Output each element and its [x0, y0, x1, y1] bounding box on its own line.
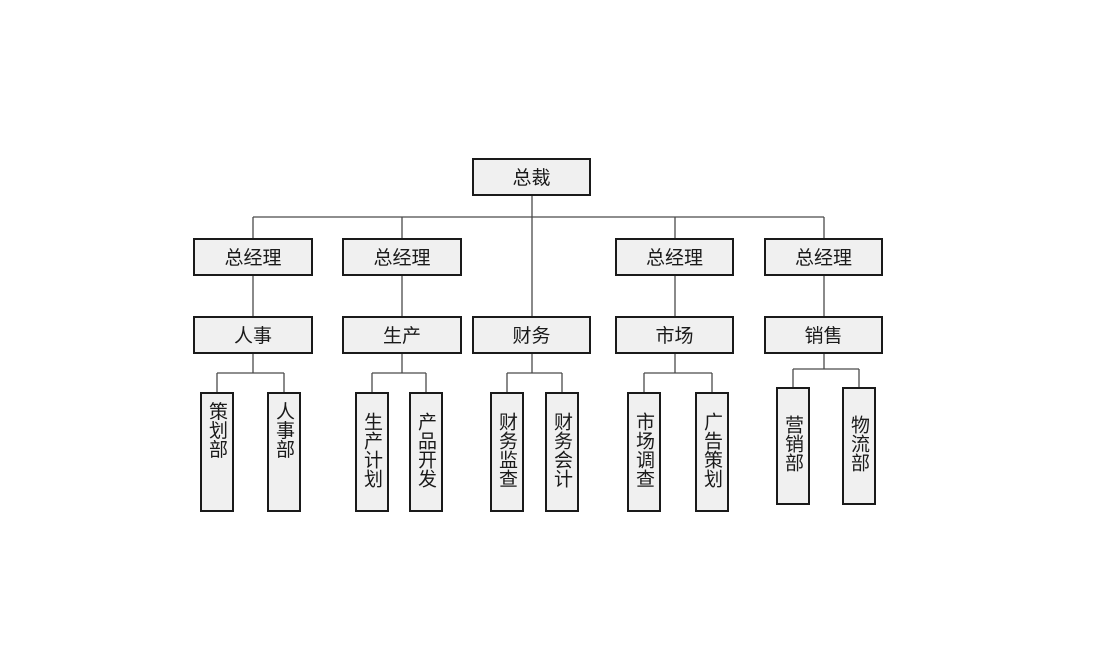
- node-unit-market-research-label: 市场调查: [633, 412, 655, 488]
- node-unit-hr-office: 人事部: [267, 392, 301, 512]
- node-general-manager-3-label: 总经理: [646, 247, 703, 269]
- node-general-manager-3: 总经理: [615, 238, 734, 276]
- node-unit-ad-planning-label: 广告策划: [701, 412, 723, 488]
- node-general-manager-1: 总经理: [193, 238, 313, 276]
- node-unit-market-research: 市场调查: [627, 392, 661, 512]
- node-unit-logistics-label: 物流部: [848, 415, 870, 472]
- node-unit-finance-audit: 财务监查: [490, 392, 524, 512]
- node-unit-product-dev: 产品开发: [409, 392, 443, 512]
- node-unit-planning-label: 策划部: [206, 401, 228, 458]
- node-unit-planning: 策划部: [200, 392, 234, 512]
- node-unit-production-plan-label: 生产计划: [361, 412, 383, 488]
- node-unit-finance-accounting: 财务会计: [545, 392, 579, 512]
- node-dept-production: 生产: [342, 316, 462, 354]
- node-dept-hr-label: 人事: [234, 325, 272, 347]
- node-general-manager-1-label: 总经理: [224, 247, 281, 269]
- connector-lines: [216, 195, 860, 393]
- node-dept-finance: 财务: [472, 316, 591, 354]
- node-president: 总裁: [472, 158, 591, 196]
- node-unit-marketing-label: 营销部: [782, 415, 804, 472]
- node-unit-marketing: 营销部: [776, 387, 810, 505]
- node-dept-market-label: 市场: [655, 325, 693, 347]
- node-unit-hr-office-label: 人事部: [273, 401, 295, 458]
- node-general-manager-2: 总经理: [342, 238, 462, 276]
- node-dept-production-label: 生产: [383, 325, 421, 347]
- node-dept-sales: 销售: [764, 316, 883, 354]
- node-dept-hr: 人事: [193, 316, 313, 354]
- node-unit-ad-planning: 广告策划: [695, 392, 729, 512]
- node-unit-finance-accounting-label: 财务会计: [551, 412, 573, 488]
- node-unit-logistics: 物流部: [842, 387, 876, 505]
- node-dept-market: 市场: [615, 316, 734, 354]
- node-dept-sales-label: 销售: [804, 325, 842, 347]
- node-general-manager-4-label: 总经理: [795, 247, 852, 269]
- node-president-label: 总裁: [512, 167, 550, 189]
- node-unit-production-plan: 生产计划: [355, 392, 389, 512]
- node-general-manager-4: 总经理: [764, 238, 883, 276]
- node-general-manager-2-label: 总经理: [373, 247, 430, 269]
- node-unit-product-dev-label: 产品开发: [415, 412, 437, 488]
- node-unit-finance-audit-label: 财务监查: [496, 412, 518, 488]
- node-dept-finance-label: 财务: [512, 325, 550, 347]
